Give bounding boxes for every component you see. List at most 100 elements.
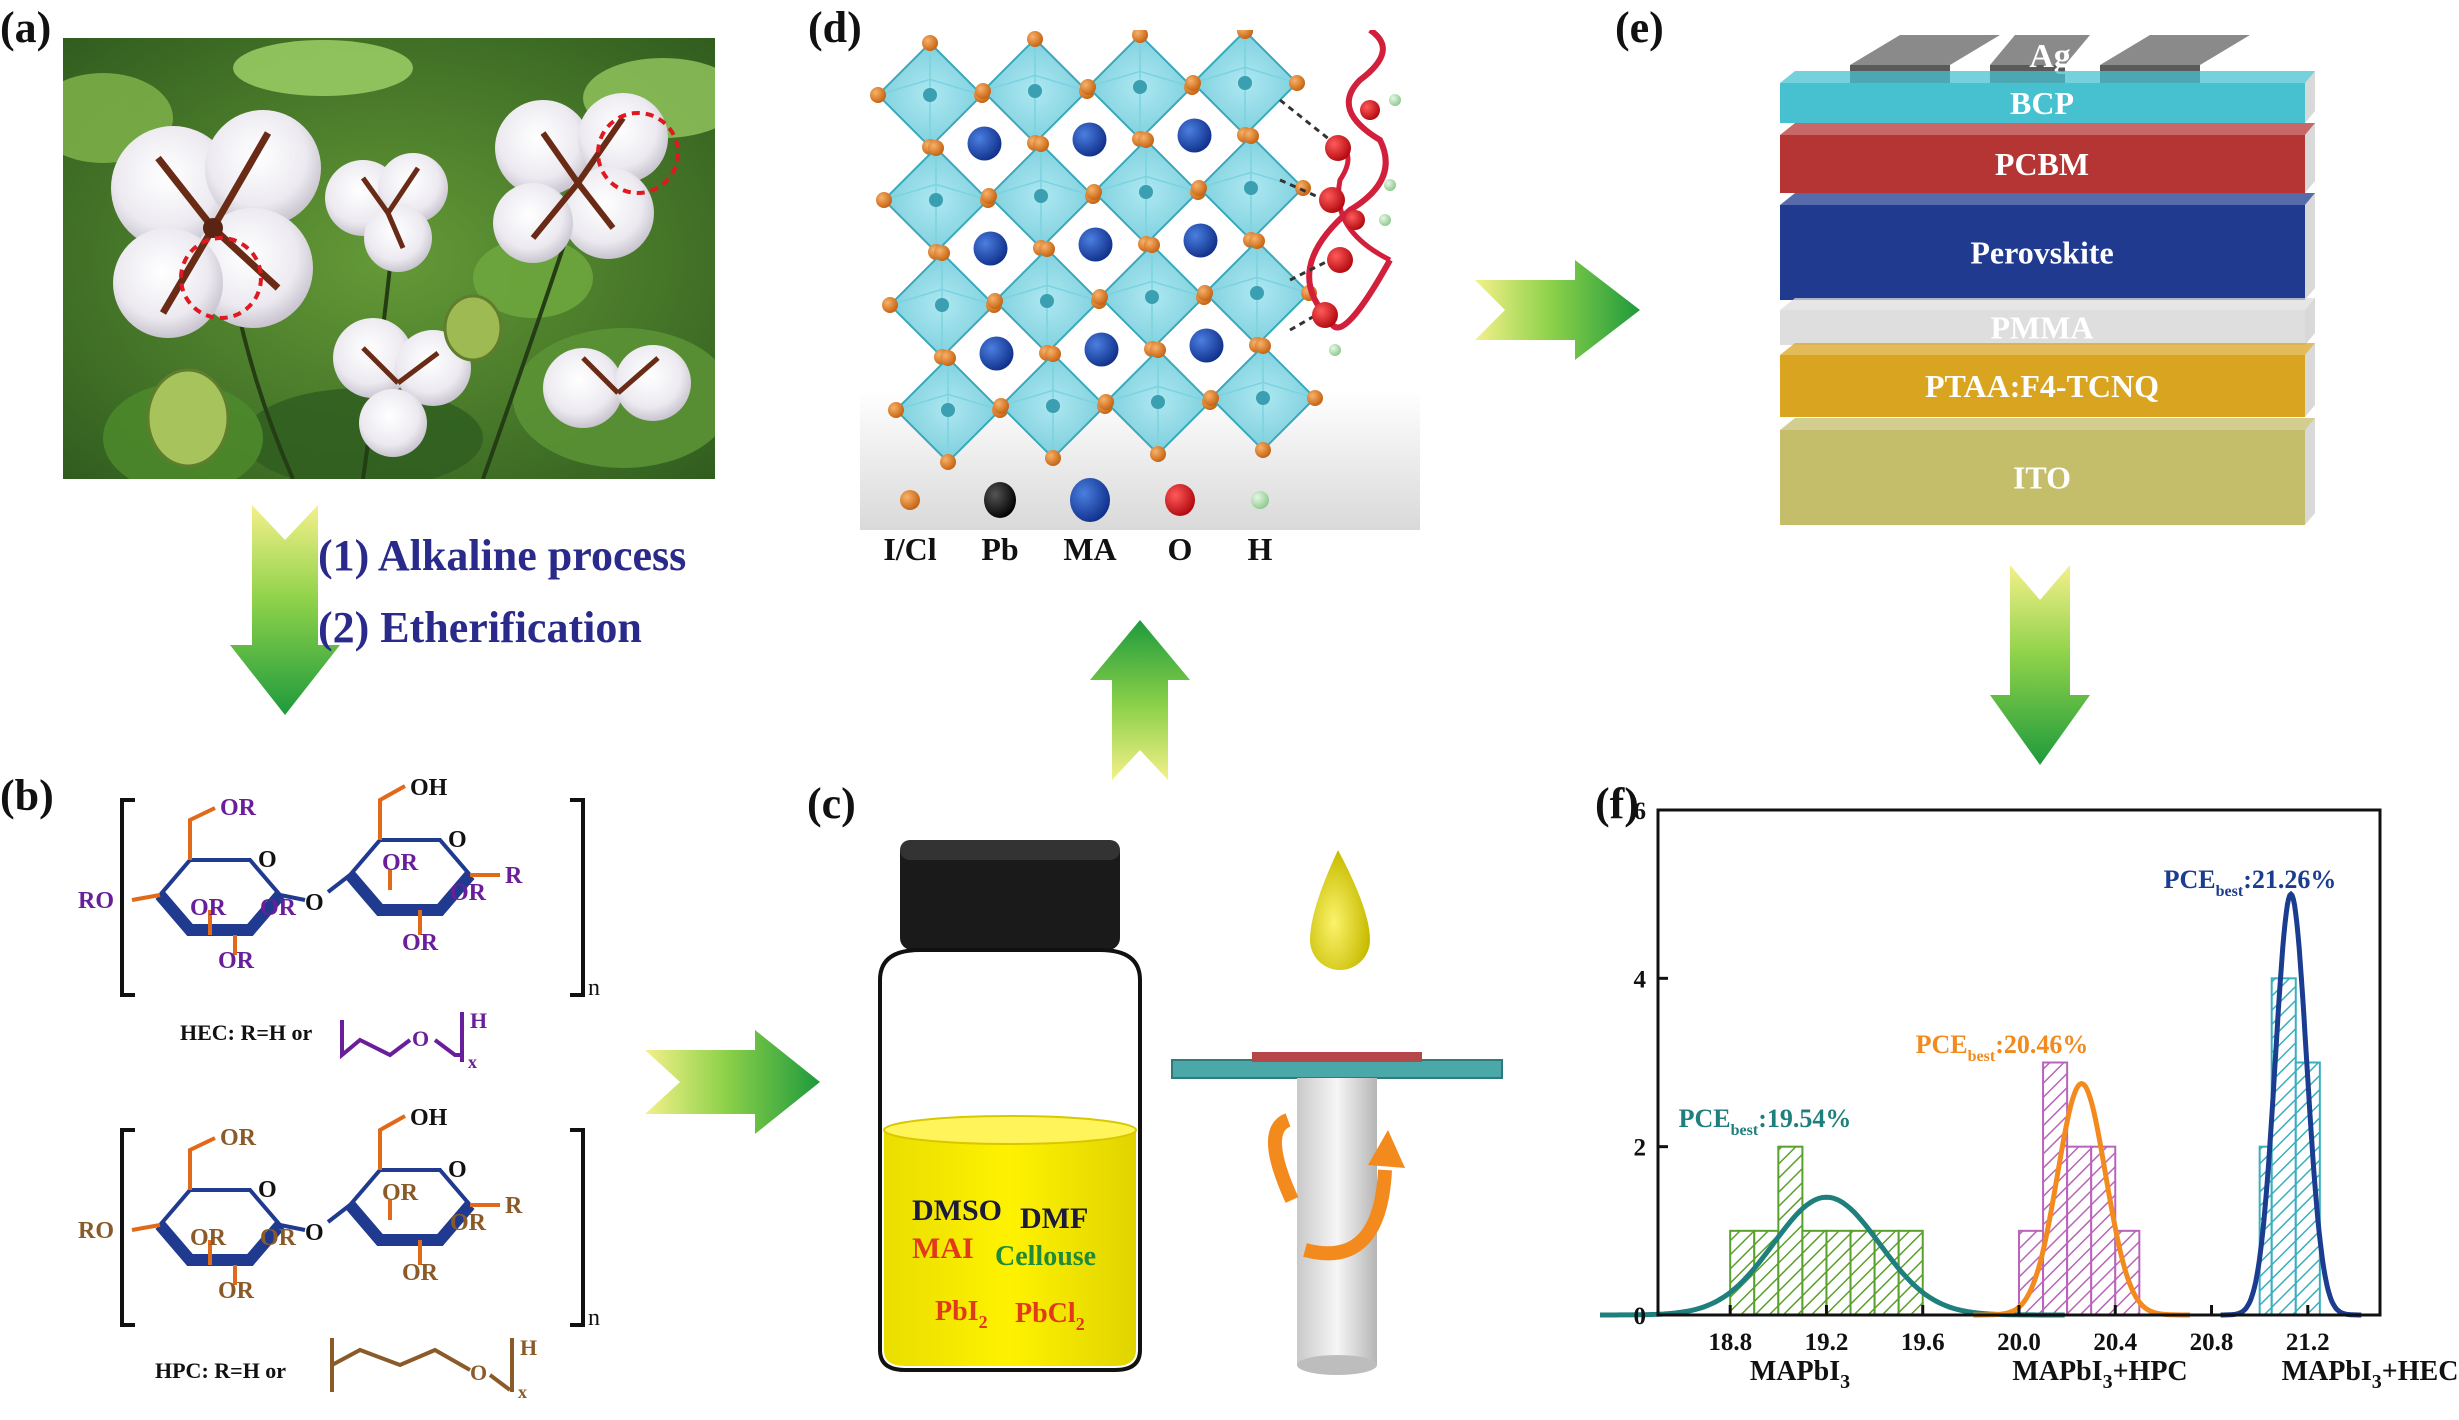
svg-text:OR: OR	[190, 1225, 227, 1251]
svg-text:x: x	[468, 1052, 477, 1072]
svg-text:O: O	[305, 890, 324, 916]
layer-label: Perovskite	[1970, 235, 2113, 271]
layer-pmma	[1780, 310, 2305, 345]
solute-cellulose: Cellouse	[995, 1241, 1096, 1272]
pce-best-annotation: PCEbest:20.46%	[1916, 1030, 2089, 1065]
legend-label: I/Cl	[883, 531, 936, 567]
atom-legend: I/Cl Pb MA O H	[883, 478, 1273, 567]
x-tick-label: 18.8	[1708, 1329, 1752, 1356]
legend-label: H	[1248, 531, 1273, 567]
x-tick-label: 20.4	[2093, 1329, 2137, 1356]
layer-ptaa-f4-tcnq	[1780, 355, 2305, 417]
solvent-dmso: DMSO	[912, 1194, 1002, 1227]
down-arrow-e-to-f	[1990, 565, 2090, 765]
svg-text:OR: OR	[450, 1210, 487, 1236]
panel-label-f: (f)	[1595, 779, 1639, 828]
layer-label: PMMA	[1990, 310, 2093, 346]
svg-text:RO: RO	[78, 888, 114, 914]
layer-perovskite	[1780, 205, 2305, 300]
group-label: MAPbI3+HEC	[2282, 1356, 2459, 1393]
cellulose-structures: n O O O OR OH RO OR OR OR OR OR OR R HEC…	[78, 775, 600, 1402]
process-step-1: (1) Alkaline process	[318, 531, 687, 580]
legend-label: MA	[1063, 531, 1116, 567]
hpc-structure: n O O O OR OH RO OR OR OR OR OR OR R HPC…	[78, 1105, 600, 1402]
layer-ito	[1780, 430, 2305, 525]
layer-pcbm	[1780, 135, 2305, 193]
histogram-bar	[2066, 1145, 2093, 1316]
legend-atom-h	[1251, 491, 1269, 509]
svg-text:O: O	[258, 1177, 277, 1203]
svg-text:O: O	[448, 1157, 467, 1183]
svg-text:n: n	[588, 1305, 600, 1331]
svg-text:RO: RO	[78, 1218, 114, 1244]
hec-r-definition: HEC: R=H or	[180, 1020, 313, 1045]
svg-text:OR: OR	[382, 1180, 419, 1206]
histogram-bar	[1825, 1229, 1852, 1317]
svg-text:R: R	[505, 1193, 523, 1219]
legend-label: O	[1168, 531, 1193, 567]
legend-label: Pb	[981, 531, 1018, 567]
cotton-boll	[111, 110, 321, 338]
solvent-dmf: DMF	[1020, 1202, 1088, 1235]
svg-text:OR: OR	[220, 1125, 257, 1151]
group-label: MAPbI3+HPC	[2012, 1356, 2187, 1393]
svg-text:H: H	[520, 1335, 537, 1360]
svg-text:OR: OR	[190, 895, 227, 921]
y-tick-label: 2	[1634, 1135, 1647, 1162]
legend-atom-pb	[984, 482, 1016, 518]
svg-text:O: O	[258, 847, 277, 873]
repeat-n: n	[588, 975, 600, 1001]
legend-atom-o	[1165, 484, 1195, 516]
gaussian-fit-line	[1973, 1080, 2190, 1318]
histogram-bar	[1849, 1229, 1876, 1317]
solute-mai: MAI	[912, 1232, 974, 1265]
salt-pbcl2: PbCl2	[1015, 1298, 1085, 1334]
svg-text:OR: OR	[260, 895, 297, 921]
x-tick-label: 21.2	[2286, 1329, 2330, 1356]
pce-best-annotation: PCEbest:21.26%	[2164, 865, 2337, 900]
layer-label: PCBM	[1995, 146, 2089, 182]
layer-label: BCP	[2010, 85, 2074, 121]
svg-text:OH: OH	[410, 1105, 448, 1131]
layer-bcp	[1780, 83, 2305, 123]
salt-pbi2: PbI2	[935, 1296, 988, 1332]
precursor-bottle: DMSO DMF MAI Cellouse PbI2 PbCl2	[878, 840, 1142, 1372]
up-arrow-c-to-d	[1090, 620, 1190, 780]
y-tick-label: 6	[1634, 798, 1647, 825]
panel-label-d: (d)	[808, 3, 862, 52]
x-tick-label: 19.2	[1805, 1329, 1849, 1356]
svg-text:OR: OR	[218, 948, 255, 974]
svg-text:O: O	[305, 1220, 324, 1246]
layer-label: ITO	[2013, 460, 2071, 496]
svg-text:OR: OR	[220, 795, 257, 821]
svg-text:H: H	[470, 1008, 487, 1033]
y-tick-label: 4	[1634, 966, 1647, 993]
panel-label-c: (c)	[807, 779, 856, 828]
x-tick-label: 20.0	[1997, 1329, 2041, 1356]
y-tick-label: 0	[1634, 1303, 1647, 1330]
svg-text:OR: OR	[402, 930, 439, 956]
svg-text:OH: OH	[410, 775, 448, 801]
highlight-circle	[179, 236, 263, 320]
droplet	[1310, 850, 1370, 970]
perovskite-crystal	[860, 30, 1420, 530]
down-arrow-a-to-b	[230, 505, 340, 715]
svg-text:O: O	[470, 1360, 487, 1385]
right-arrow-d-to-e	[1475, 260, 1640, 360]
svg-text:OR: OR	[402, 1260, 439, 1286]
pce-best-annotation: PCEbest:19.54%	[1679, 1104, 1852, 1139]
legend-atom-ma	[1070, 478, 1110, 522]
svg-text:OR: OR	[382, 850, 419, 876]
highlight-circle	[596, 111, 680, 195]
right-arrow-b-to-c	[645, 1030, 820, 1134]
cotton-photo	[63, 38, 715, 479]
hpc-r-definition: HPC: R=H or	[155, 1358, 286, 1383]
svg-text:R: R	[505, 863, 523, 889]
solution-and-spin-coater: DMSO DMF MAI Cellouse PbI2 PbCl2	[878, 840, 1503, 1375]
group-label: MAPbI3	[1750, 1356, 1850, 1393]
svg-text:O: O	[448, 827, 467, 853]
svg-text:OR: OR	[260, 1225, 297, 1251]
spin-coater	[1171, 850, 1503, 1375]
